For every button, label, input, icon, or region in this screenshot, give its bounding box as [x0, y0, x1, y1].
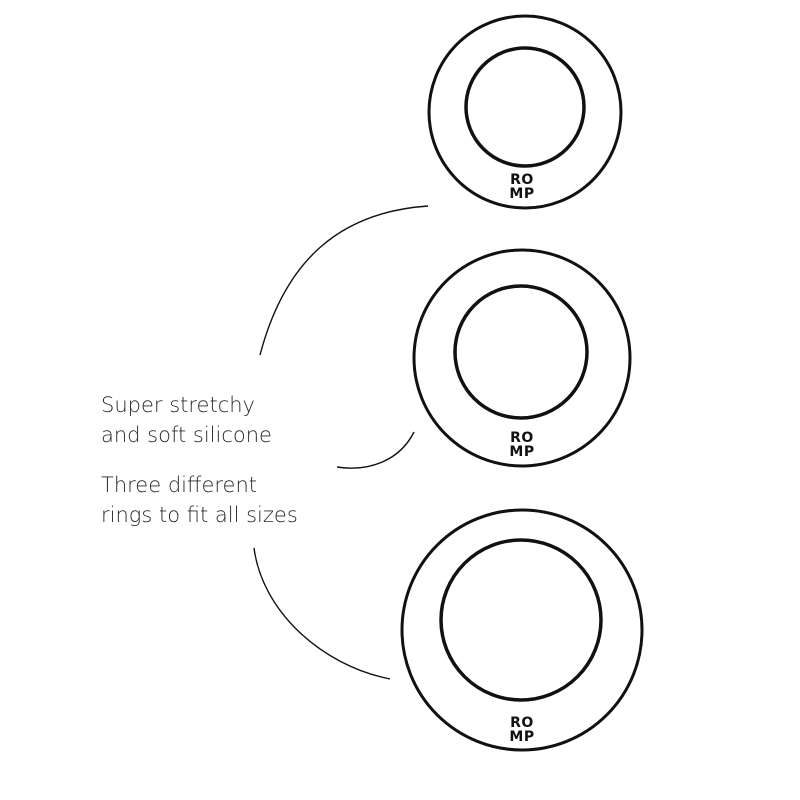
ring-small-inner	[464, 46, 586, 168]
ring-small-logo-line2: MP	[509, 186, 534, 202]
ring-large-inner	[439, 538, 603, 702]
ring-large-logo-line1: RO	[510, 715, 534, 731]
connector-top-curve	[259, 205, 429, 356]
connector-middle-curve	[336, 431, 415, 469]
caption-stretchy-line1: Super stretchy	[101, 393, 255, 417]
ring-large-logo-line2: MP	[509, 729, 534, 745]
caption-sizes-line1: Three different	[101, 473, 258, 497]
connector-bottom-curve	[253, 547, 391, 680]
ring-medium-logo-line2: MP	[509, 444, 534, 460]
caption-three-sizes: Three different rings to fit all sizes	[101, 470, 298, 530]
caption-stretchy-silicone: Super stretchy and soft silicone	[101, 390, 272, 450]
ring-medium-inner	[453, 284, 589, 420]
ring-medium: RO MP	[412, 248, 632, 468]
caption-sizes-line2: rings to fit all sizes	[101, 503, 298, 527]
ring-small-logo-line1: RO	[510, 172, 534, 188]
ring-small-outer	[427, 14, 623, 210]
ring-medium-logo-line1: RO	[510, 430, 534, 446]
caption-stretchy-line2: and soft silicone	[101, 423, 272, 447]
ring-small: RO MP	[427, 14, 623, 210]
ring-large-outer	[400, 508, 644, 752]
ring-large: RO MP	[400, 508, 644, 752]
ring-medium-outer	[412, 248, 632, 468]
